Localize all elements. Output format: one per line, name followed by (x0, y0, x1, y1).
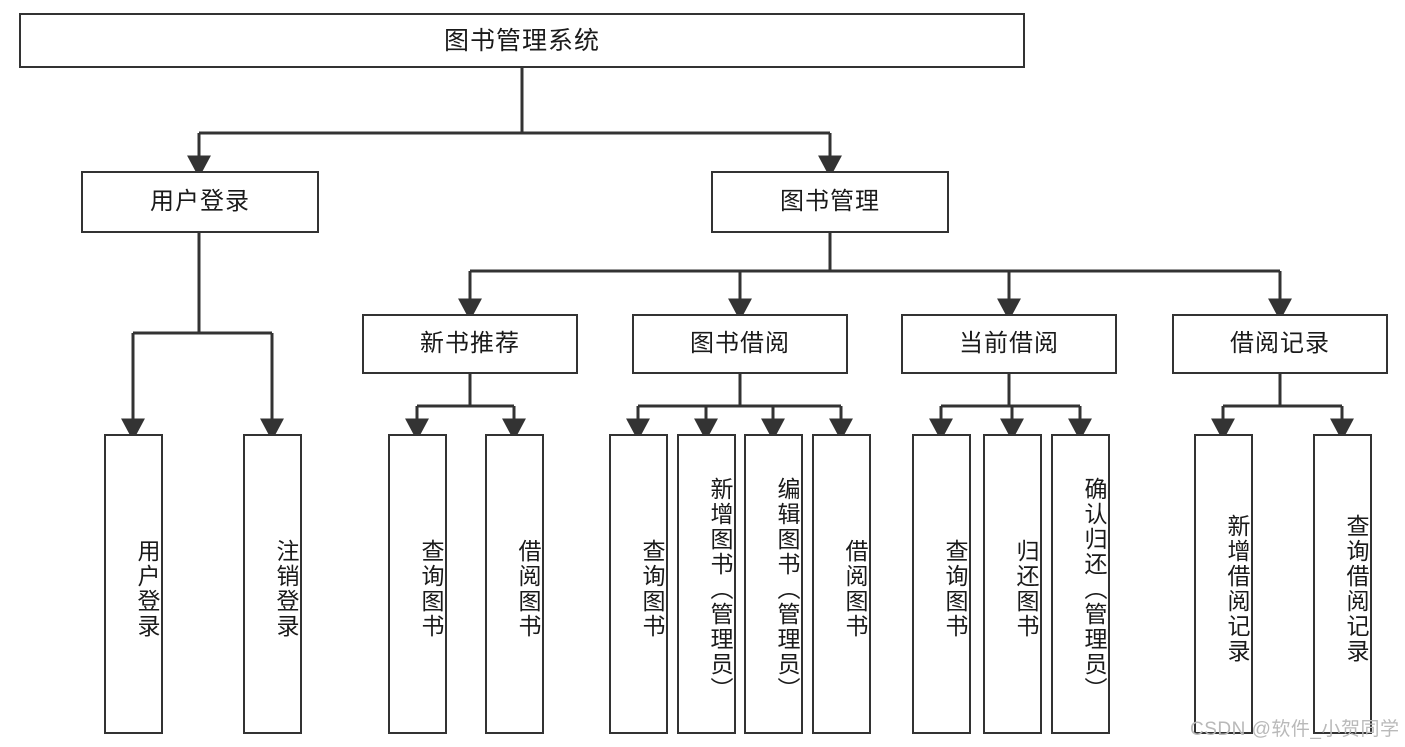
node-borrow-edit-book[interactable]: 编辑图书（管理员） (744, 434, 803, 734)
node-current-borrow-label: 当前借阅 (959, 329, 1059, 357)
node-current-confirm-return-label: 确认归还（管理员） (1081, 476, 1107, 702)
node-record-add-label: 新增借阅记录 (1224, 514, 1250, 664)
node-current-return-book-label: 归还图书 (1013, 539, 1039, 639)
node-book-borrow[interactable]: 图书借阅 (632, 314, 848, 374)
node-borrow-add-book[interactable]: 新增图书（管理员） (677, 434, 736, 734)
node-record-add[interactable]: 新增借阅记录 (1194, 434, 1253, 734)
node-current-borrow[interactable]: 当前借阅 (901, 314, 1117, 374)
node-current-confirm-return[interactable]: 确认归还（管理员） (1051, 434, 1110, 734)
node-borrow-query-book-label: 查询图书 (639, 539, 665, 639)
node-rec-query-book-label: 查询图书 (418, 539, 444, 639)
node-current-query-book[interactable]: 查询图书 (912, 434, 971, 734)
node-root-label: 图书管理系统 (443, 26, 600, 55)
node-user-login-leaf[interactable]: 用户登录 (104, 434, 163, 734)
node-user-login-label: 用户登录 (150, 187, 250, 215)
node-current-return-book[interactable]: 归还图书 (983, 434, 1042, 734)
node-new-book-recommend[interactable]: 新书推荐 (362, 314, 578, 374)
node-borrow-record-label: 借阅记录 (1230, 329, 1330, 357)
node-current-query-book-label: 查询图书 (942, 539, 968, 639)
node-book-borrow-label: 图书借阅 (690, 329, 790, 357)
node-book-management-label: 图书管理 (780, 187, 880, 215)
node-record-query-label: 查询借阅记录 (1343, 514, 1369, 664)
node-borrow-add-book-label: 新增图书（管理员） (707, 476, 733, 702)
node-record-query[interactable]: 查询借阅记录 (1313, 434, 1372, 734)
node-rec-borrow-book-label: 借阅图书 (515, 539, 541, 639)
node-borrow-edit-book-label: 编辑图书（管理员） (774, 476, 800, 702)
node-new-book-recommend-label: 新书推荐 (420, 329, 520, 357)
node-user-logout-leaf[interactable]: 注销登录 (243, 434, 302, 734)
node-user-login-leaf-label: 用户登录 (134, 539, 160, 639)
node-borrow-borrow-book-label: 借阅图书 (842, 539, 868, 639)
watermark: CSDN @软件_小贺同学 (1190, 719, 1400, 740)
node-user-login[interactable]: 用户登录 (81, 171, 319, 233)
node-user-logout-leaf-label: 注销登录 (273, 539, 299, 639)
node-book-management[interactable]: 图书管理 (711, 171, 949, 233)
node-borrow-borrow-book[interactable]: 借阅图书 (812, 434, 871, 734)
node-borrow-query-book[interactable]: 查询图书 (609, 434, 668, 734)
node-root[interactable]: 图书管理系统 (19, 13, 1025, 68)
node-rec-borrow-book[interactable]: 借阅图书 (485, 434, 544, 734)
node-borrow-record[interactable]: 借阅记录 (1172, 314, 1388, 374)
node-rec-query-book[interactable]: 查询图书 (388, 434, 447, 734)
